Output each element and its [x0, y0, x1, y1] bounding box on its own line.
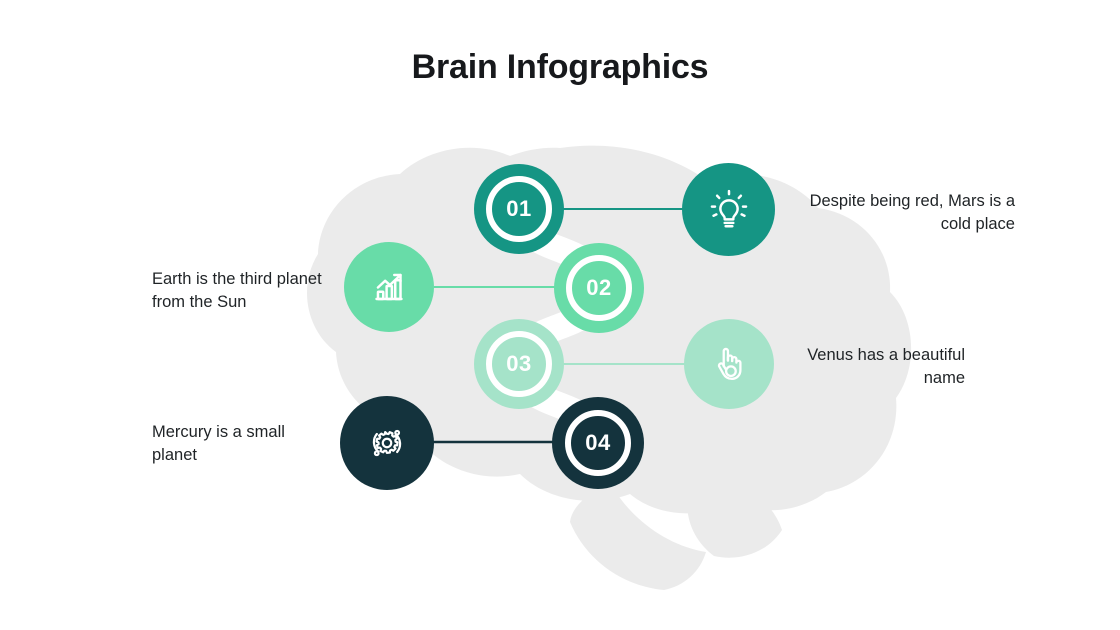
row-label-01: Despite being red, Mars is a cold place — [809, 192, 1015, 234]
number-node-01[interactable]: 01 — [474, 164, 564, 254]
number-node-02[interactable]: 02 — [554, 243, 644, 333]
number-node-03[interactable]: 03 — [474, 319, 564, 409]
ok-hand-icon — [717, 347, 742, 381]
number-label: 04 — [585, 430, 611, 455]
icon-node-ok-hand[interactable] — [684, 319, 774, 409]
number-ring-02 — [566, 255, 632, 321]
number-label: 02 — [586, 275, 612, 300]
lightbulb-icon — [710, 189, 747, 228]
connector-ribbon — [505, 196, 612, 457]
icon-node-gear[interactable] — [340, 396, 434, 490]
number-ring-04 — [565, 410, 631, 476]
number-ring-03 — [486, 331, 552, 397]
row-label-03: Venus has a beautiful name — [807, 346, 965, 388]
number-node-04[interactable]: 04 — [552, 397, 644, 489]
icon-node-lightbulb[interactable] — [682, 163, 775, 256]
icon-node-bar-chart[interactable] — [344, 242, 434, 332]
number-label: 03 — [506, 351, 532, 376]
number-label: 01 — [506, 196, 532, 221]
gear-orbit-icon — [372, 429, 402, 457]
number-ring-01 — [486, 176, 552, 242]
bar-chart-growth-icon — [375, 273, 403, 301]
row-label-04: Mercury is a small planet — [152, 423, 285, 465]
page-title: Brain Infographics — [411, 48, 709, 86]
row-label-02: Earth is the third planet from the Sun — [152, 270, 322, 312]
